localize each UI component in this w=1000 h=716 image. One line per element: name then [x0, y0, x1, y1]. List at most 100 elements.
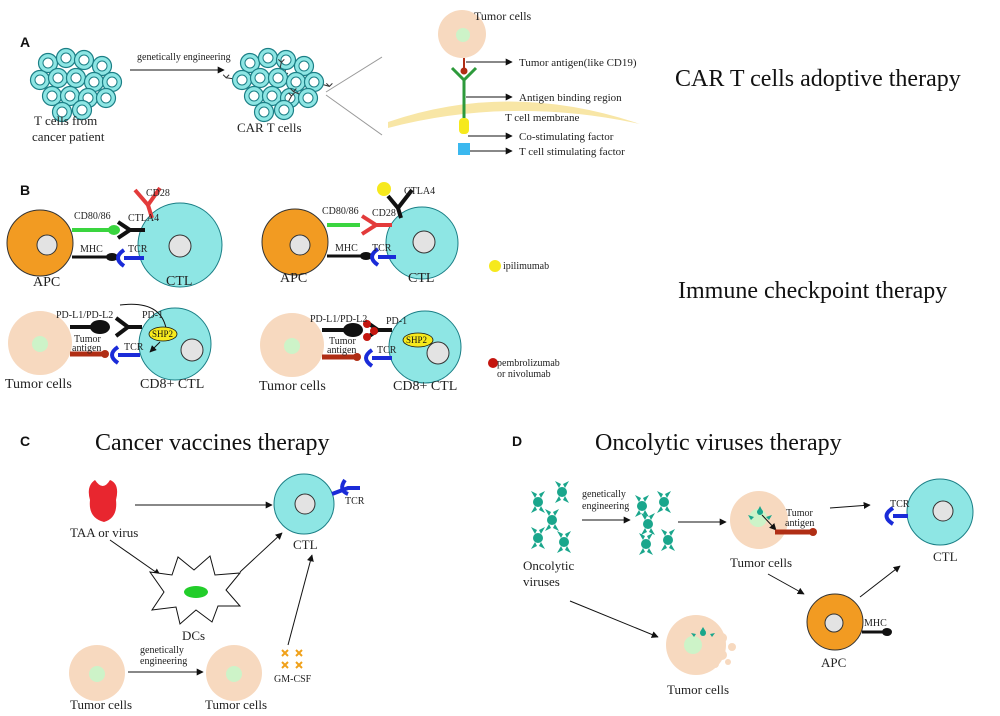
ipilimumab-legend-icon [489, 260, 501, 272]
b2-ctla4-label: CTLA4 [404, 186, 435, 197]
oncolytic-virus-icon [531, 491, 545, 513]
d-tumor-cells-label-1: Tumor cells [730, 555, 792, 570]
t-cell-icon [293, 55, 315, 77]
b4-tumor-label: Tumor [329, 336, 357, 347]
b3-cd8-label: CD8+ CTL [140, 377, 204, 392]
b2-cd80-label: CD80/86 [322, 206, 359, 217]
c-arrow-gmcsf-ctl [287, 554, 314, 646]
oncolytic-virus-group [531, 481, 571, 553]
b4-shp2-label: SHP2 [406, 335, 427, 345]
t-cell-stimulating-factor-icon [458, 143, 470, 155]
b1-mhc-label: MHC [80, 244, 103, 255]
t-cell-icon [290, 87, 319, 109]
panel-a-letter: A [20, 34, 30, 50]
oncolytic-virus-icon [661, 529, 675, 551]
b3-tumor-cells-label: Tumor cells [5, 377, 72, 392]
t-cell-icon [29, 69, 51, 91]
d-ge-2: engineering [582, 501, 629, 512]
gm-csf-icon [281, 649, 303, 669]
b1-cd28-label: CD28 [146, 188, 170, 199]
t-cell-icon [65, 67, 87, 89]
t-cell-icon [249, 67, 271, 89]
t-cell-icon [47, 67, 69, 89]
tumor-cell-a-nucleus [456, 28, 470, 42]
b2-apc-label: APC [280, 271, 307, 286]
t-cell-icon [285, 71, 307, 93]
car-callout-label: Tumor antigen(like CD19) [519, 57, 637, 69]
c-tumor-cells-label-2: Tumor cells [205, 697, 267, 712]
panel-c-letter: C [20, 433, 30, 449]
d-apc-label: APC [821, 655, 846, 670]
dcs-label: DCs [182, 628, 205, 643]
d-arrow-virus-lysis [569, 600, 659, 638]
c-arrow-taa-dc [109, 539, 161, 576]
t-cell-icon [243, 85, 265, 107]
b2-mhc-label: MHC [335, 243, 358, 254]
car-callouts: Tumor antigen(like CD19) Antigen binding … [466, 57, 637, 158]
d-arrow-to-ctl [829, 501, 871, 509]
b1-ctl-label: CTL [166, 274, 192, 289]
b4-tcr-label: TCR [377, 345, 397, 356]
d-ctl-label: CTL [933, 549, 958, 564]
panel-b: B Immune checkpoint therapy CD28 CD80/86 [5, 182, 947, 394]
d-lysis-fragments [711, 633, 736, 668]
co-stimulating-factor-icon [459, 118, 469, 134]
nivolumab-label: or nivolumab [497, 369, 551, 380]
b1-apc-label: APC [33, 275, 60, 290]
oncolytic-virus-icon [531, 527, 545, 549]
car-callout-label: Co-stimulating factor [519, 131, 614, 143]
t-cell-icon [303, 71, 333, 93]
oncolytic-virus-icon [557, 531, 571, 553]
gm-csf-label: GM-CSF [274, 674, 312, 685]
panel-a: A T cells from cancer patient geneticall… [20, 9, 961, 158]
panel-c-title: Cancer vaccines therapy [95, 430, 330, 456]
t-cell-icon [59, 85, 81, 107]
d-mhc-label: MHC [864, 618, 887, 629]
t-cell-icon [101, 71, 123, 93]
b4-pdl-label: PD-L1/PD-L2 [310, 314, 367, 325]
pembrolizumab-label: pembrolizumab [497, 358, 560, 369]
car-callout-label: T cell stimulating factor [519, 146, 625, 158]
c-ctl-nucleus [294, 493, 316, 515]
b2-tcr-label: TCR [372, 243, 392, 254]
b1-ctla4-label: CTLA4 [128, 213, 159, 224]
t-cell-cluster [29, 47, 123, 123]
d-viruses-label-1: Oncolytic [523, 558, 574, 573]
ipilimumab-label: ipilimumab [503, 261, 549, 272]
car-t-label: CAR T cells [237, 120, 302, 135]
b3-shp2-label: SHP2 [152, 329, 173, 339]
b3-pdl-label: PD-L1/PD-L2 [56, 310, 113, 321]
t-cell-icon [71, 99, 93, 121]
b3-pd1-label: PD-1 [142, 310, 163, 321]
t-cell-icon [91, 55, 113, 77]
b3-tumor-label: Tumor [74, 334, 102, 345]
b3-antigen-label: antigen [72, 343, 101, 354]
car-callout-label: Antigen binding region [519, 92, 622, 104]
t-cell-icon [222, 69, 253, 91]
t-cell-icon [73, 49, 95, 71]
c-tcr-label: TCR [345, 496, 365, 507]
t-cell-membrane [388, 101, 640, 128]
d-ctl-nucleus [932, 500, 954, 522]
d-tumor-label: Tumor [786, 508, 814, 519]
d-arrow-tumor-apc [767, 573, 805, 595]
oncolytic-virus-icon [657, 491, 671, 513]
panel-d-title: Oncolytic viruses therapy [595, 430, 842, 456]
engineered-virus-group [635, 491, 675, 555]
d-virus-in-tumor-icon [748, 506, 772, 520]
pembrolizumab-legend-icon [488, 358, 498, 368]
b4-antigen-label: antigen [327, 345, 356, 356]
d-viruses-label-2: viruses [523, 574, 560, 589]
b2-ctl-label: CTL [408, 271, 434, 286]
d-tcr-icon [884, 506, 895, 526]
taa-label: TAA or virus [70, 525, 138, 540]
b1-tcr-label: TCR [128, 244, 148, 255]
d-arrow-apc-ctl [859, 565, 901, 598]
b2-cd28-label: CD28 [372, 208, 396, 219]
b4-cd8-label: CD8+ CTL [393, 379, 457, 394]
c-ge-1: genetically [140, 645, 184, 656]
t-cell-icon [83, 71, 105, 93]
oncolytic-virus-icon [545, 509, 559, 531]
car-t-cell-cluster [222, 47, 333, 123]
b-apc-ctl-right: CTLA4 CD80/86 CD28 MHC TCR APC CTL ipili… [261, 182, 549, 286]
